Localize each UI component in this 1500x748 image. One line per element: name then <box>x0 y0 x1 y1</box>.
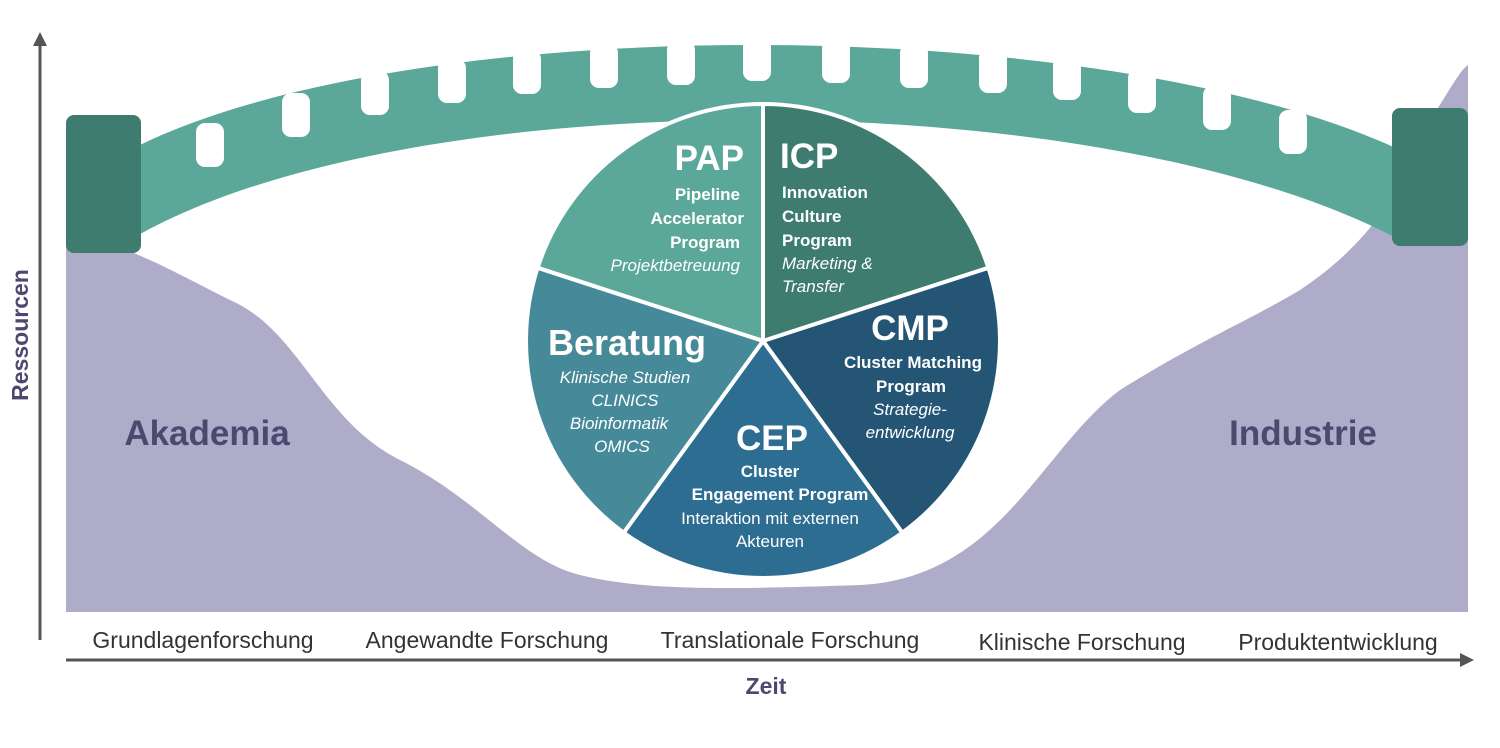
bridge-window <box>900 44 928 88</box>
icp-sub-1: Marketing & <box>782 254 873 273</box>
beratung-title: Beratung <box>548 322 706 363</box>
cmp-line-1: Cluster Matching <box>844 353 982 372</box>
pap-line-3: Program <box>670 233 740 252</box>
region-label-akademia: Akademia <box>124 414 290 453</box>
bridge-pillar-left <box>66 115 141 253</box>
x-axis <box>66 653 1474 667</box>
icp-line-2: Culture <box>782 207 842 226</box>
y-axis <box>33 32 47 640</box>
pap-sub-1: Projektbetreuung <box>611 256 741 275</box>
bridge-windows <box>196 37 1307 167</box>
beratung-sub-1: Klinische Studien <box>560 368 690 387</box>
phase-label-1: Grundlagenforschung <box>92 627 313 653</box>
segment-beratung[interactable] <box>524 265 765 535</box>
icp-sub-2: Transfer <box>782 277 845 296</box>
phase-label-4: Klinische Forschung <box>978 629 1185 655</box>
cep-sub-2: Akteuren <box>736 532 804 551</box>
icp-title: ICP <box>780 137 838 176</box>
bridge-window <box>822 39 850 83</box>
cmp-sub-1: Strategie- <box>873 400 947 419</box>
segment-cep[interactable] <box>621 339 905 580</box>
beratung-sub-3: Bioinformatik <box>570 414 670 433</box>
bridge-window <box>1203 86 1231 130</box>
bridge-window <box>282 93 310 137</box>
phase-label-3: Translationale Forschung <box>661 627 920 653</box>
y-axis-title: Ressourcen <box>7 269 33 401</box>
pap-title: PAP <box>675 139 744 178</box>
bridge-window <box>513 50 541 94</box>
bridge-window <box>438 59 466 103</box>
cep-sub-1: Interaktion mit externen <box>681 509 859 528</box>
pap-line-1: Pipeline <box>675 185 740 204</box>
bridge-pillar-right <box>1392 108 1468 246</box>
beratung-sub-2: CLINICS <box>591 391 659 410</box>
bridge-window <box>196 123 224 167</box>
pap-line-2: Accelerator <box>650 209 744 228</box>
x-axis-title: Zeit <box>746 673 787 699</box>
beratung-sub-4: OMICS <box>594 437 650 456</box>
bridge-window <box>979 49 1007 93</box>
icp-line-1: Innovation <box>782 183 868 202</box>
segment-pap[interactable] <box>535 102 765 343</box>
bridge-window <box>1053 56 1081 100</box>
cmp-sub-2: entwicklung <box>866 423 955 442</box>
terrain-area <box>66 65 1468 612</box>
cep-line-2: Engagement Program <box>692 485 869 504</box>
bridge-window <box>667 41 695 85</box>
bridge-window <box>1279 110 1307 154</box>
region-label-industrie: Industrie <box>1229 414 1377 453</box>
bridge-window <box>1128 69 1156 113</box>
bridge-window <box>361 71 389 115</box>
cmp-title: CMP <box>871 309 949 348</box>
cep-line-1: Cluster <box>741 462 800 481</box>
bridge-window <box>743 37 771 81</box>
segment-icp[interactable] <box>761 102 991 343</box>
program-pie <box>524 102 1002 580</box>
bridge-window <box>590 44 618 88</box>
icp-line-3: Program <box>782 231 852 250</box>
phase-label-5: Produktentwicklung <box>1238 629 1437 655</box>
cep-title: CEP <box>736 419 808 458</box>
segment-cmp[interactable] <box>761 265 1002 535</box>
cmp-line-2: Program <box>876 377 946 396</box>
phase-label-2: Angewandte Forschung <box>366 627 609 653</box>
